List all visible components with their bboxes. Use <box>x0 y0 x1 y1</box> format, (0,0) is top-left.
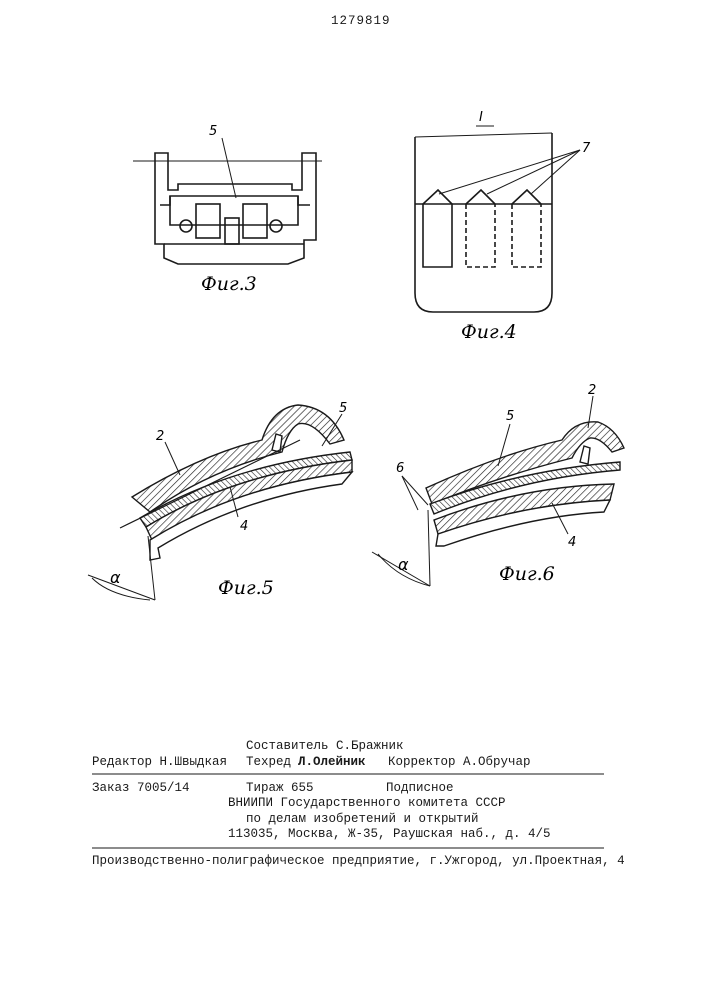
org-line-1: ВНИИПИ Государственного комитета СССР <box>228 796 506 810</box>
techred-label: Техред <box>246 755 291 769</box>
figure-4 <box>415 126 580 312</box>
fig6-callout-4: 4 <box>568 535 576 550</box>
fig6-callout-2: 2 <box>588 383 596 398</box>
figure-5 <box>88 405 352 600</box>
fig5-label: Фиг.5 <box>218 577 274 599</box>
fig6-callout-5: 5 <box>506 409 514 424</box>
fig6-label: Фиг.6 <box>499 563 555 585</box>
address-line: 113035, Москва, Ж-35, Раушская наб., д. … <box>228 827 551 841</box>
editor-line: Редактор Н.Швыдкая <box>92 755 227 769</box>
figure-6 <box>372 396 624 586</box>
order-line: Заказ 7005/14 <box>92 781 190 795</box>
fig5-callout-4: 4 <box>240 519 248 534</box>
fig6-angle-symbol: α <box>398 555 409 574</box>
fig6-callout-6: 6 <box>396 461 404 476</box>
fig3-label: Фиг.3 <box>201 273 257 295</box>
subscription-line: Подписное <box>386 781 454 795</box>
fig5-angle-symbol: α <box>110 568 121 587</box>
fig4-callout-7: 7 <box>582 141 591 156</box>
compiler-line: Составитель С.Бражник <box>246 739 404 753</box>
techred-name: Л.Олейник <box>298 755 366 769</box>
patent-number: 1279819 <box>331 14 391 28</box>
org-line-2: по делам изобретений и открытий <box>246 812 479 826</box>
fig4-label: Фиг.4 <box>461 321 517 343</box>
figure-3 <box>133 138 322 264</box>
fig3-callout-5: 5 <box>209 124 217 139</box>
circulation-line: Тираж 655 <box>246 781 314 795</box>
printer-line: Производственно-полиграфическое предприя… <box>92 854 625 868</box>
corrector-line: Корректор А.Обручар <box>388 755 531 769</box>
fig4-section-mark: I <box>479 110 483 125</box>
colophon: Составитель С.Бражник Редактор Н.Швыдкая… <box>92 739 625 868</box>
fig5-callout-5: 5 <box>339 401 347 416</box>
fig5-callout-2: 2 <box>156 429 164 444</box>
